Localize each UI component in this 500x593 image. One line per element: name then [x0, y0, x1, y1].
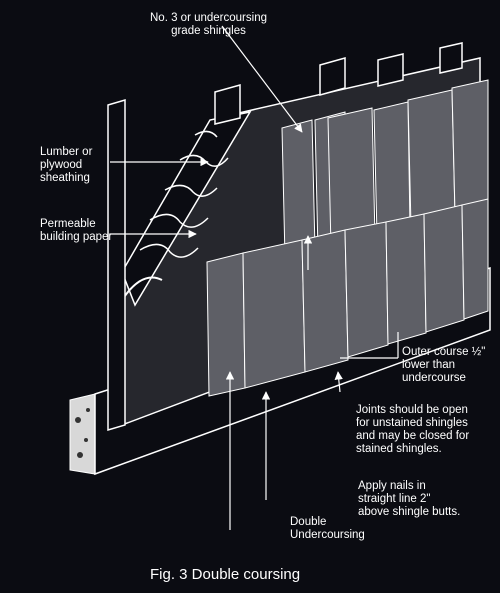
label-outer-course: Outer course ½" lower than undercourse — [402, 346, 486, 384]
lower-shingle-course — [206, 198, 489, 397]
studs — [107, 42, 463, 432]
leader-lines — [110, 25, 399, 530]
label-building-paper: Permeable building paper — [40, 218, 113, 243]
upper-shingle-course — [281, 79, 489, 259]
label-nails: Apply nails in straight line 2" above sh… — [358, 480, 461, 518]
figure-caption: Fig. 3 Double coursing — [150, 566, 301, 583]
label-no3-shingles: No. 3 or undercoursing grade shingles — [150, 12, 267, 37]
label-sheathing: Lumber or plywood sheathing — [40, 146, 93, 184]
label-joints: Joints should be open for unstained shin… — [356, 404, 470, 455]
label-double-undercoursing: Double Undercoursing — [290, 516, 365, 541]
